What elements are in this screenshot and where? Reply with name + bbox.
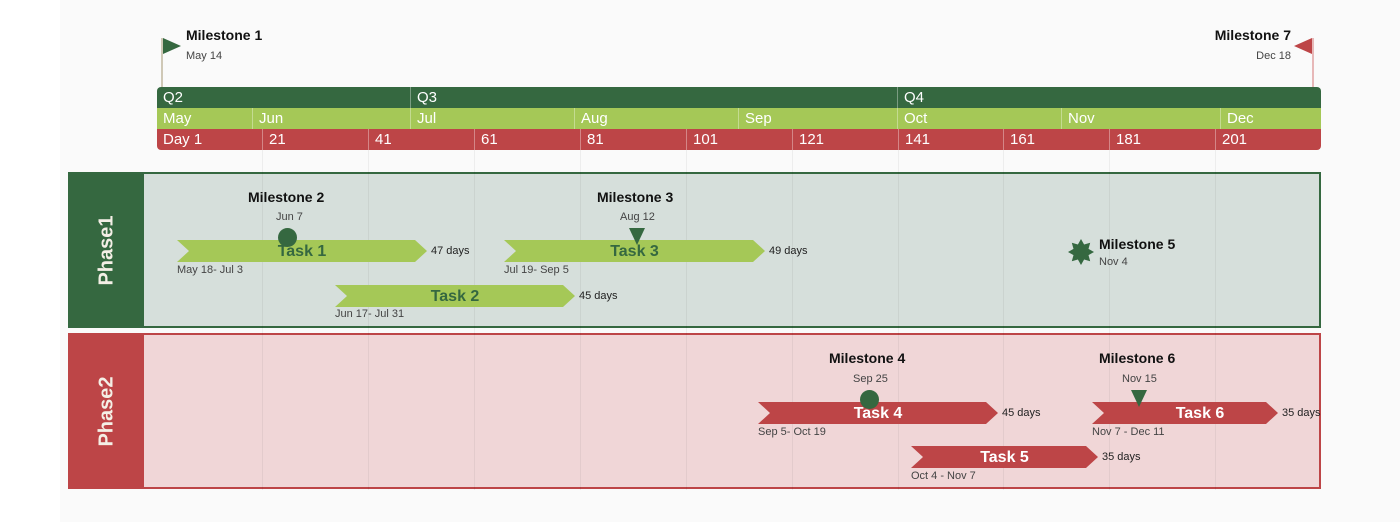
task-3-label: Task 3 [610,243,659,260]
day-cell: Day 1 [163,131,203,148]
month-cell: May [163,110,192,127]
month-cell: Oct [897,108,1061,129]
chevron-bar-icon [504,240,765,262]
milestone-1-title[interactable]: Milestone 1 [186,27,263,43]
day-cell: 61 [474,129,580,150]
chevron-bar-icon [177,240,427,262]
task-3-bar[interactable]: Task 3 [504,240,765,262]
quarter-cell: Q4 [897,87,1321,108]
task-5-bar[interactable]: Task 5 [911,446,1098,468]
milestone-7-title[interactable]: Milestone 7 [1214,27,1291,43]
phase-1-label: Phase1 [95,214,118,286]
day-cell: 121 [792,129,898,150]
milestone-7-date: Dec 18 [1256,50,1291,62]
task-4-bar[interactable]: Task 4 [758,402,998,424]
month-row: May Jun Jul Aug Sep Oct Nov Dec [157,108,1321,129]
task-4-range: Sep 5- Oct 19 [758,426,826,438]
task-5-range: Oct 4 - Nov 7 [911,470,976,482]
day-cell: 181 [1109,129,1215,150]
quarter-cell: Q3 [410,87,897,108]
gridline [792,150,793,490]
milestone-1-date: May 14 [186,50,223,62]
task-3-duration: 49 days [769,245,808,257]
milestone-7-pole [1312,38,1314,88]
task-2-label: Task 2 [430,288,480,305]
gridline [368,150,369,490]
chevron-bar-icon [758,402,998,424]
task-5-label: Task 5 [980,449,1029,466]
task-1-duration: 47 days [431,245,470,257]
gridline [262,150,263,490]
chevron-bar-icon [335,285,575,307]
task-1-range: May 18- Jul 3 [177,264,244,276]
milestone-6-triangle-icon[interactable] [1131,390,1147,407]
day-cell: 141 [898,129,1003,150]
month-cell: Sep [738,108,897,129]
task-4-label: Task 4 [853,405,903,422]
milestone-5-title[interactable]: Milestone 5 [1099,236,1176,252]
month-cell: Dec [1220,108,1321,129]
day-row: Day 1 21 41 61 81 101 121 141 161 181 20… [157,129,1321,150]
task-1-bar[interactable]: Task 1 [177,240,427,262]
day-cell: 201 [1215,129,1321,150]
milestone-6-date: Nov 15 [1122,373,1157,385]
task-5-duration: 35 days [1102,451,1141,463]
milestone-5-starburst-icon[interactable] [1068,239,1094,265]
milestone-1-pole [161,38,163,88]
milestone-6-title[interactable]: Milestone 6 [1099,350,1176,366]
gridline [686,150,687,490]
task-1-label: Task 1 [277,243,327,260]
day-cell: 41 [368,129,474,150]
task-2-duration: 45 days [579,290,618,302]
flag-right-icon [163,38,181,54]
day-cell: 81 [580,129,686,150]
time-scale: Q2 Q3 Q4 May Jun Jul Aug Sep Oct Nov Dec… [157,87,1321,150]
milestone-3-date: Aug 12 [620,211,655,223]
gridline [474,150,475,490]
milestone-2-title[interactable]: Milestone 2 [248,189,325,205]
task-2-range: Jun 17- Jul 31 [335,308,405,320]
month-cell: Jun [252,108,410,129]
day-cell: 161 [1003,129,1109,150]
month-cell: Nov [1061,108,1220,129]
task-6-bar[interactable]: Task 6 [1092,402,1278,424]
milestone-5-date: Nov 4 [1099,256,1128,268]
task-6-label: Task 6 [1175,405,1225,422]
day-cell: 101 [686,129,792,150]
task-6-range: Nov 7 - Dec 11 [1092,426,1165,438]
milestone-4-circle-icon[interactable] [860,390,879,409]
task-2-bar[interactable]: Task 2 [335,285,575,307]
milestone-3-triangle-icon[interactable] [629,228,645,245]
gridline [1215,150,1216,490]
gridline [580,150,581,490]
phase-2-header[interactable]: Phase2 [70,335,144,487]
chevron-bar-icon [911,446,1098,468]
gridline [1109,150,1110,490]
task-3-range: Jul 19- Sep 5 [504,264,569,276]
milestone-2-circle-icon[interactable] [278,228,297,247]
quarter-row: Q2 Q3 Q4 [157,87,1321,108]
month-cell: Jul [410,108,574,129]
gridline [898,150,899,490]
phase-1-header[interactable]: Phase1 [70,174,144,326]
milestone-3-title[interactable]: Milestone 3 [597,189,674,205]
task-4-duration: 45 days [1002,407,1041,419]
task-6-duration: 35 days [1282,407,1321,419]
month-cell: Aug [574,108,738,129]
milestone-4-title[interactable]: Milestone 4 [829,350,906,366]
milestone-4-date: Sep 25 [853,373,888,385]
flag-left-icon [1294,38,1312,54]
milestone-2-date: Jun 7 [276,211,303,223]
gridline [1003,150,1004,490]
phase-2-label: Phase2 [95,375,118,447]
chevron-bar-icon [1092,402,1278,424]
quarter-cell: Q2 [163,89,184,106]
day-cell: 21 [262,129,368,150]
